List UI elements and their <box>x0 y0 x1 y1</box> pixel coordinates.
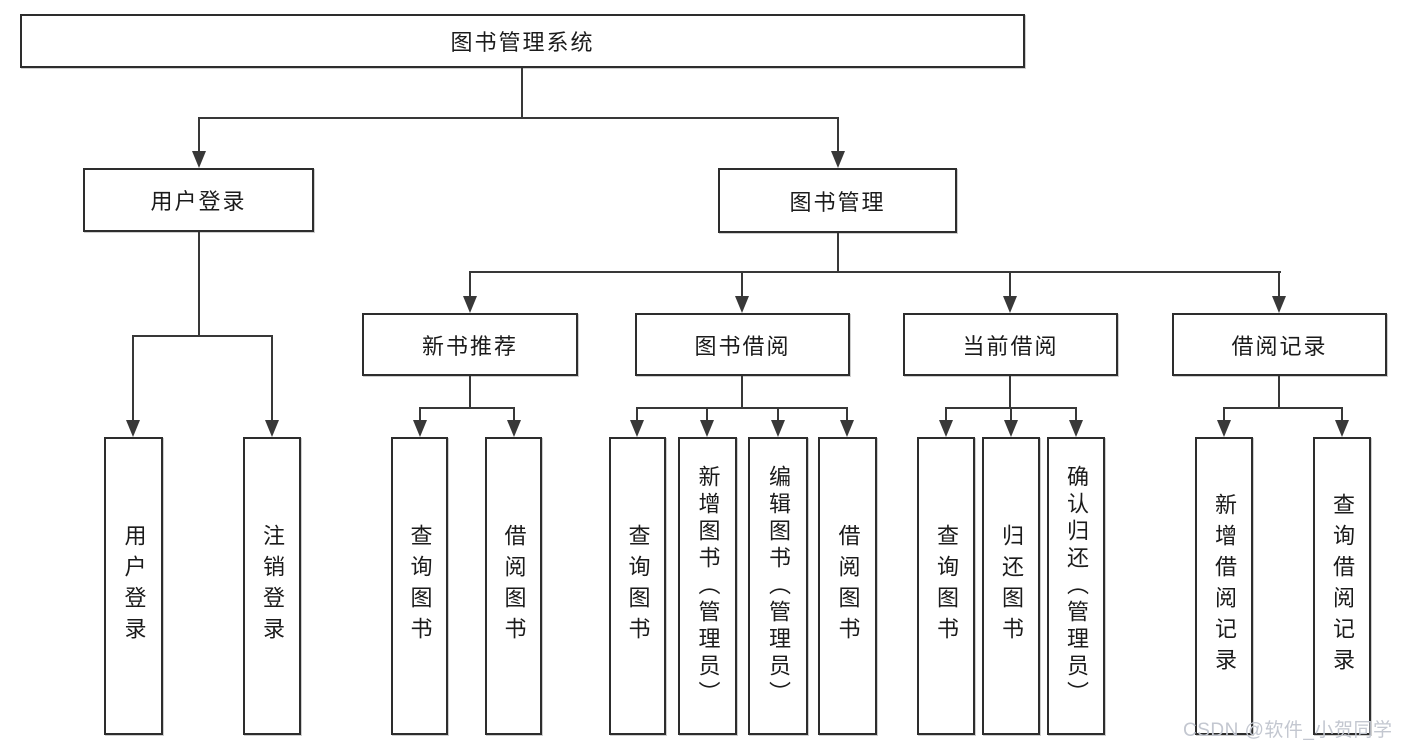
leaf-add-borrow-record: 新增借阅记录 <box>1195 437 1253 735</box>
connector-line <box>198 232 200 336</box>
arrow-down-icon <box>771 420 785 437</box>
node-label: 用户登录 <box>150 189 247 214</box>
leaf-confirm-return-admin: 确认归还（管理员） <box>1047 437 1105 735</box>
connector-line <box>469 375 471 409</box>
node-label: 图书管理 <box>789 189 886 215</box>
leaf-label: 新增借阅记录 <box>1212 493 1237 679</box>
arrow-down-icon <box>1272 296 1286 313</box>
leaf-search-books-borrowing: 查询图书 <box>609 437 666 735</box>
connector-line <box>837 233 839 272</box>
arrow-down-icon <box>840 420 854 437</box>
node-library-management-system: 图书管理系统 <box>20 14 1025 68</box>
connector-line <box>1278 375 1280 409</box>
connector-line <box>469 271 1281 273</box>
connector-line <box>1223 407 1343 409</box>
leaf-edit-books-admin: 编辑图书（管理员） <box>748 437 808 735</box>
leaf-label: 编辑图书（管理员） <box>766 464 791 708</box>
leaf-return-books: 归还图书 <box>982 437 1040 735</box>
leaf-label: 新增图书（管理员） <box>695 464 721 708</box>
leaf-label: 查询图书 <box>625 524 651 648</box>
arrow-down-icon <box>630 420 644 437</box>
arrow-down-icon <box>463 296 477 313</box>
connector-line <box>636 407 848 409</box>
arrow-down-icon <box>126 420 140 437</box>
connector-line <box>132 335 134 421</box>
node-label: 借阅记录 <box>1231 333 1328 359</box>
node-user-login: 用户登录 <box>83 168 314 232</box>
connector-line <box>132 335 273 337</box>
connector-line <box>198 117 200 153</box>
node-current-borrowing: 当前借阅 <box>903 313 1118 376</box>
arrow-down-icon <box>413 420 427 437</box>
node-book-management: 图书管理 <box>718 168 957 233</box>
arrow-down-icon <box>831 151 845 168</box>
arrow-down-icon <box>735 296 749 313</box>
connector-line <box>271 335 273 421</box>
connector-line <box>198 117 839 119</box>
connector-line <box>741 375 743 409</box>
arrow-down-icon <box>1335 420 1349 437</box>
leaf-label: 借阅图书 <box>501 524 527 648</box>
leaf-label: 确认归还（管理员） <box>1064 464 1089 708</box>
arrow-down-icon <box>1069 420 1083 437</box>
connector-line <box>741 271 743 297</box>
connector-line <box>521 67 523 119</box>
connector-line <box>945 407 947 422</box>
connector-line <box>1009 271 1011 297</box>
leaf-search-books-current: 查询图书 <box>917 437 975 735</box>
node-label: 图书管理系统 <box>450 30 595 55</box>
leaf-borrow-books-borrowing: 借阅图书 <box>818 437 877 735</box>
node-book-borrowing: 图书借阅 <box>635 313 850 376</box>
leaf-label: 归还图书 <box>999 524 1024 648</box>
connector-line <box>1278 271 1280 297</box>
connector-line <box>419 407 421 422</box>
node-new-book-recommendation: 新书推荐 <box>362 313 578 376</box>
leaf-logout: 注销登录 <box>243 437 301 735</box>
node-label: 图书借阅 <box>694 333 791 359</box>
connector-line <box>837 117 839 153</box>
connector-line <box>1075 407 1077 422</box>
node-label: 新书推荐 <box>421 333 518 359</box>
node-label: 当前借阅 <box>962 333 1059 359</box>
connector-line <box>1223 407 1225 422</box>
arrow-down-icon <box>1003 296 1017 313</box>
leaf-borrow-books-recommend: 借阅图书 <box>485 437 542 735</box>
leaf-search-borrow-record: 查询借阅记录 <box>1313 437 1371 735</box>
arrow-down-icon <box>1217 420 1231 437</box>
arrow-down-icon <box>1004 420 1018 437</box>
connector-line <box>419 407 515 409</box>
connector-line <box>706 407 708 422</box>
leaf-label: 借阅图书 <box>835 524 861 648</box>
leaf-search-books-recommend: 查询图书 <box>391 437 448 735</box>
leaf-label: 查询图书 <box>407 524 433 648</box>
node-borrowing-records: 借阅记录 <box>1172 313 1387 376</box>
arrow-down-icon <box>939 420 953 437</box>
arrow-down-icon <box>700 420 714 437</box>
csdn-watermark: CSDN @软件_小贺同学 <box>1183 720 1393 741</box>
leaf-add-books-admin: 新增图书（管理员） <box>678 437 737 735</box>
arrow-down-icon <box>265 420 279 437</box>
connector-line <box>777 407 779 422</box>
leaf-user-login: 用户登录 <box>104 437 163 735</box>
arrow-down-icon <box>192 151 206 168</box>
connector-line <box>469 271 471 297</box>
connector-line <box>513 407 515 422</box>
leaf-label: 用户登录 <box>121 524 147 648</box>
connector-line <box>1341 407 1343 422</box>
arrow-down-icon <box>507 420 521 437</box>
connector-line <box>846 407 848 422</box>
connector-line <box>1010 407 1012 422</box>
leaf-label: 注销登录 <box>260 524 285 648</box>
connector-line <box>1009 375 1011 409</box>
leaf-label: 查询图书 <box>934 524 959 648</box>
connector-line <box>636 407 638 422</box>
leaf-label: 查询借阅记录 <box>1330 493 1355 679</box>
